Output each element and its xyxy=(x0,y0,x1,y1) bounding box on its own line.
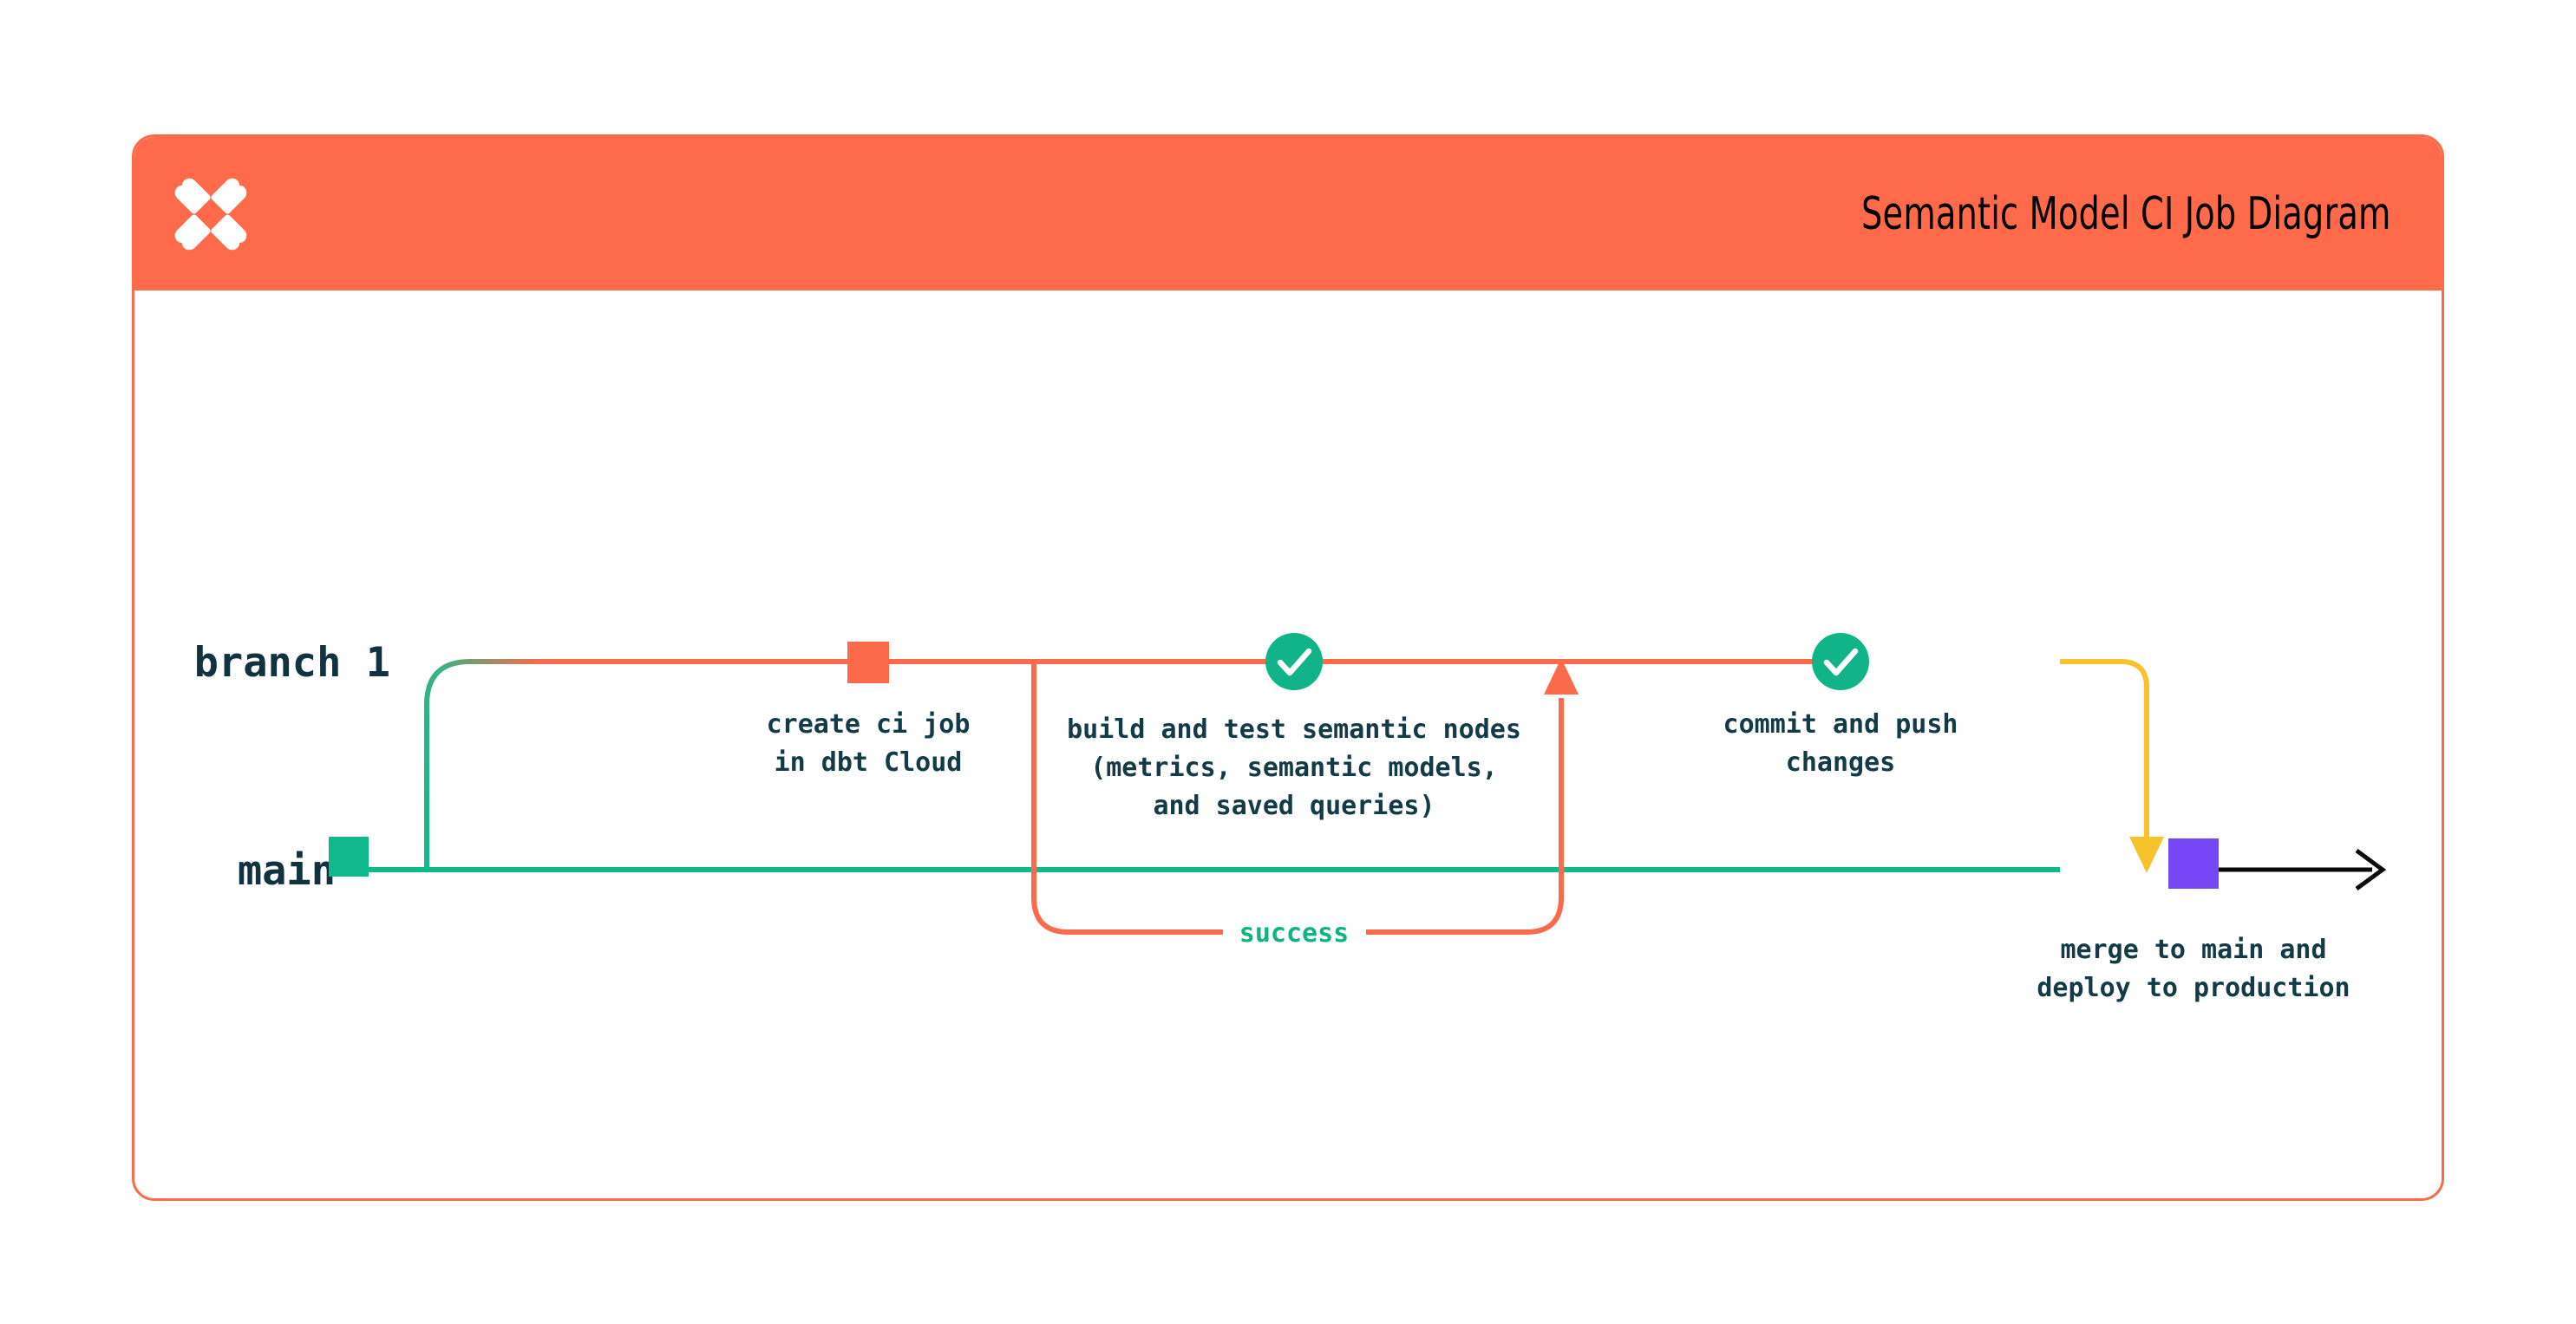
success-label: success xyxy=(1239,918,1349,949)
branch-label-main: main xyxy=(238,847,336,895)
node-caption-commit-and-push-line-2: changes xyxy=(1786,747,1895,778)
check-icon-2 xyxy=(1823,648,1859,676)
merge-to-main-line xyxy=(2060,659,2149,845)
dbt-star-icon xyxy=(174,178,247,250)
up-arrow-icon xyxy=(1544,658,1579,695)
git-graph: success branch 1 main create ci job in d… xyxy=(194,633,2387,1003)
branch-label-branch-1: branch 1 xyxy=(194,639,390,687)
node-caption-merge-line-2: deploy to production xyxy=(2037,973,2350,1003)
check-icon xyxy=(1277,648,1312,676)
node-main-start[interactable] xyxy=(329,837,369,877)
right-arrow-icon xyxy=(2355,848,2387,891)
node-commit-and-push[interactable] xyxy=(1812,633,1869,690)
node-caption-build-and-test-line-1: build and test semantic nodes xyxy=(1067,714,1521,745)
check-circle-background xyxy=(1265,633,1323,690)
node-create-ci-job[interactable] xyxy=(847,642,889,683)
node-caption-create-ci-job-line-1: create ci job xyxy=(767,709,971,740)
node-caption-build-and-test-line-3: and saved queries) xyxy=(1153,791,1435,821)
check-circle-background-2 xyxy=(1812,633,1869,690)
node-build-and-test[interactable] xyxy=(1265,633,1323,690)
success-loop-right xyxy=(1366,698,1564,935)
node-caption-commit-and-push-line-1: commit and push xyxy=(1723,709,1958,740)
diagram-canvas: success branch 1 main create ci job in d… xyxy=(134,290,2442,1198)
node-merge-to-main[interactable] xyxy=(2168,838,2219,889)
node-caption-build-and-test-line-2: (metrics, semantic models, xyxy=(1090,753,1498,783)
page-title: Semantic Model CI Job Diagram xyxy=(1861,187,2391,240)
node-caption-merge-line-1: merge to main and xyxy=(2060,935,2326,965)
down-arrow-icon xyxy=(2129,837,2164,873)
diagram-header: Semantic Model CI Job Diagram xyxy=(134,137,2442,290)
branch-1-fork-line xyxy=(424,659,542,870)
node-caption-create-ci-job-line-2: in dbt Cloud xyxy=(775,747,963,778)
diagram-card: Semantic Model CI Job Diagram xyxy=(132,134,2444,1201)
success-loop-left xyxy=(1031,662,1223,935)
